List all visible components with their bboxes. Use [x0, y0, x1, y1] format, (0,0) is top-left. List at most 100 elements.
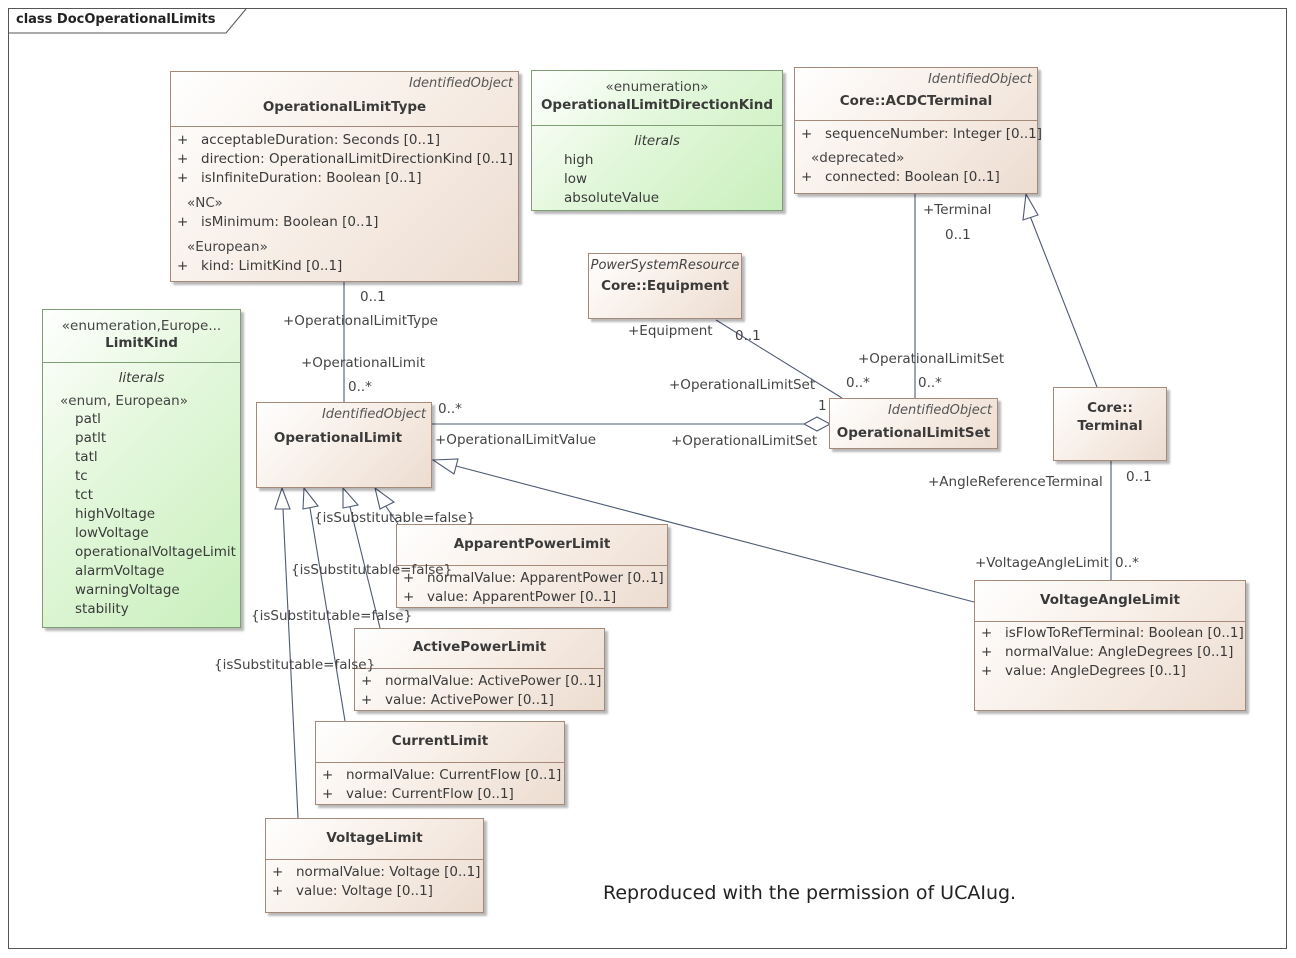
enum-literal[interactable]: tatl: [75, 449, 98, 465]
visibility-marker: +: [177, 132, 189, 148]
attribute-row[interactable]: + acceptableDuration: Seconds [0..1]: [177, 131, 512, 150]
class-name: ActivePowerLimit: [412, 639, 547, 655]
class-apparent-power-limit[interactable]: ApparentPowerLimit +normalValue: Apparen…: [396, 524, 668, 608]
attribute-row[interactable]: +connected: Boolean [0..1]: [801, 168, 1031, 187]
role-label: +OperationalLimitSet: [858, 351, 1005, 367]
visibility-marker: +: [403, 589, 415, 605]
attribute-row[interactable]: +normalValue: ApparentPower [0..1]: [403, 569, 664, 588]
class-terminal[interactable]: Core:: Terminal: [1053, 387, 1167, 461]
class-acdc-terminal[interactable]: IdentifiedObject Core::ACDCTerminal +seq…: [794, 67, 1042, 194]
attribute-row[interactable]: +value: ActivePower [0..1]: [361, 691, 598, 710]
diagram-frame: [8, 8, 1287, 949]
class-operational-limit-type[interactable]: IdentifiedObject OperationalLimitType +a…: [170, 71, 519, 282]
attribute-row[interactable]: +value: Voltage [0..1]: [272, 882, 477, 901]
class-name: OperationalLimitSet: [836, 425, 991, 441]
class-operational-limit[interactable]: IdentifiedObject OperationalLimit: [256, 402, 432, 488]
permission-note: Reproduced with the permission of UCAIug…: [603, 882, 1017, 904]
enum-literal[interactable]: highVoltage: [75, 506, 156, 522]
class-voltage-angle-limit[interactable]: VoltageAngleLimit +isFlowToRefTerminal: …: [974, 580, 1246, 711]
class-name: OperationalLimitDirectionKind: [540, 97, 774, 113]
visibility-marker: +: [177, 258, 189, 274]
attribute-compartment: +sequenceNumber: Integer [0..1] «depreca…: [795, 120, 1042, 191]
class-limit-kind[interactable]: «enumeration,Europe... LimitKind literal…: [42, 309, 241, 628]
gen-apparent-ol[interactable]: [384, 504, 399, 525]
attribute-row[interactable]: +normalValue: AngleDegrees [0..1]: [981, 643, 1239, 662]
attribute-text: normalValue: AngleDegrees [0..1]: [1005, 644, 1234, 660]
attribute-row[interactable]: +value: ApparentPower [0..1]: [403, 588, 661, 607]
attribute-row[interactable]: +kind: LimitKind [0..1]: [177, 257, 512, 276]
gen-active-ol[interactable]: [349, 506, 381, 629]
attribute-row[interactable]: + isFlowToRefTerminal: Boolean [0..1]: [981, 624, 1244, 643]
class-operational-limit-direction-kind[interactable]: «enumeration» OperationalLimitDirectionK…: [531, 70, 783, 211]
class-name: CurrentLimit: [391, 733, 489, 749]
attribute-compartment: +isFlowToRefTerminal: Boolean [0..1] +no…: [975, 621, 1245, 685]
gen-arrowhead-active: [342, 486, 360, 509]
enum-literal[interactable]: absoluteValue: [564, 190, 660, 206]
attribute-compartment: +normalValue: ActivePower [0..1] +value:…: [355, 668, 604, 714]
visibility-marker: +: [981, 625, 993, 641]
attribute-text: acceptableDuration: Seconds [0..1]: [201, 132, 440, 148]
enum-literal[interactable]: lowVoltage: [75, 525, 149, 541]
class-current-limit[interactable]: CurrentLimit +normalValue: CurrentFlow […: [315, 721, 565, 805]
attribute-text: isFlowToRefTerminal: Boolean [0..1]: [1005, 625, 1244, 641]
role-label: +OperationalLimitType: [283, 313, 438, 329]
enum-literal[interactable]: high: [564, 152, 594, 168]
role-label: +OperationalLimitSet: [669, 377, 816, 393]
role-label: +Equipment: [628, 323, 713, 339]
visibility-marker: +: [981, 663, 993, 679]
enum-literal[interactable]: tct: [75, 487, 94, 503]
enum-literal[interactable]: warningVoltage: [75, 582, 180, 598]
class-name-line2: Terminal: [1077, 418, 1143, 434]
gen-current-ol[interactable]: [309, 507, 346, 722]
class-active-power-limit[interactable]: ActivePowerLimit +normalValue: ActivePow…: [354, 628, 605, 711]
attribute-compartment: +normalValue: ApparentPower [0..1] +valu…: [397, 565, 667, 611]
frame-title-tab-shape: [8, 8, 247, 34]
multiplicity-label: 0..*: [918, 375, 942, 391]
role-label: +AngleReferenceTerminal: [928, 474, 1103, 490]
attribute-row[interactable]: +normalValue: CurrentFlow [0..1]: [322, 766, 562, 785]
assoc-equipment-set[interactable]: [715, 319, 843, 399]
attribute-row[interactable]: +isMinimum: Boolean [0..1]: [177, 213, 512, 232]
class-equipment[interactable]: PowerSystemResource Core::Equipment: [588, 253, 742, 319]
attribute-row[interactable]: +direction: OperationalLimitDirectionKin…: [177, 150, 513, 169]
attribute-text: sequenceNumber: Integer [0..1]: [825, 126, 1043, 142]
gen-voltage-ol[interactable]: [282, 508, 299, 819]
attribute-row[interactable]: +isInfiniteDuration: Boolean [0..1]: [177, 169, 512, 188]
literals-compartment: literals «enum, European» patl patlt tat…: [43, 362, 240, 623]
enum-literal[interactable]: patl: [75, 411, 101, 427]
visibility-marker: +: [801, 126, 813, 142]
class-name: OperationalLimitType: [262, 99, 427, 115]
visibility-marker: +: [272, 883, 284, 899]
visibility-marker: +: [361, 692, 373, 708]
aggregation-diamond: [802, 416, 832, 432]
enum-literal[interactable]: low: [564, 171, 588, 187]
attribute-text: normalValue: CurrentFlow [0..1]: [346, 767, 562, 783]
attribute-row[interactable]: +value: CurrentFlow [0..1]: [322, 785, 558, 804]
multiplicity-label: 1: [818, 398, 827, 414]
multiplicity-label: 0..1: [945, 227, 971, 243]
attribute-text: normalValue: ApparentPower [0..1]: [427, 570, 664, 586]
gen-arrowhead-voltage: [274, 486, 291, 510]
attribute-row[interactable]: +normalValue: ActivePower [0..1]: [361, 672, 601, 691]
enum-literal[interactable]: patlt: [75, 430, 107, 446]
class-name: Core::Equipment: [601, 278, 729, 294]
class-voltage-limit[interactable]: VoltageLimit +normalValue: Voltage [0..1…: [265, 818, 484, 913]
attribute-row[interactable]: +normalValue: Voltage [0..1]: [272, 863, 480, 882]
class-name: LimitKind: [105, 335, 178, 351]
stereotype-label: IdentifiedObject: [887, 403, 992, 418]
stereotype-group: «European»: [187, 239, 268, 255]
stereotype-group: «enum, European»: [60, 393, 188, 409]
class-operational-limit-set[interactable]: IdentifiedObject OperationalLimitSet: [829, 398, 998, 449]
enum-literal[interactable]: stability: [75, 601, 129, 617]
enum-literal[interactable]: alarmVoltage: [75, 563, 165, 579]
attribute-row[interactable]: + sequenceNumber: Integer [0..1]: [801, 125, 1042, 144]
gen-terminal-acdc[interactable]: [1029, 215, 1098, 388]
gen-val-ol[interactable]: [455, 465, 975, 603]
enum-literal[interactable]: tc: [75, 468, 88, 484]
multiplicity-label: 0..*: [1115, 555, 1139, 571]
attribute-text: isMinimum: Boolean [0..1]: [201, 214, 379, 230]
attribute-row[interactable]: +value: AngleDegrees [0..1]: [981, 662, 1239, 681]
enum-literal[interactable]: operationalVoltageLimit: [75, 544, 236, 560]
stereotype-label: IdentifiedObject: [927, 72, 1032, 87]
